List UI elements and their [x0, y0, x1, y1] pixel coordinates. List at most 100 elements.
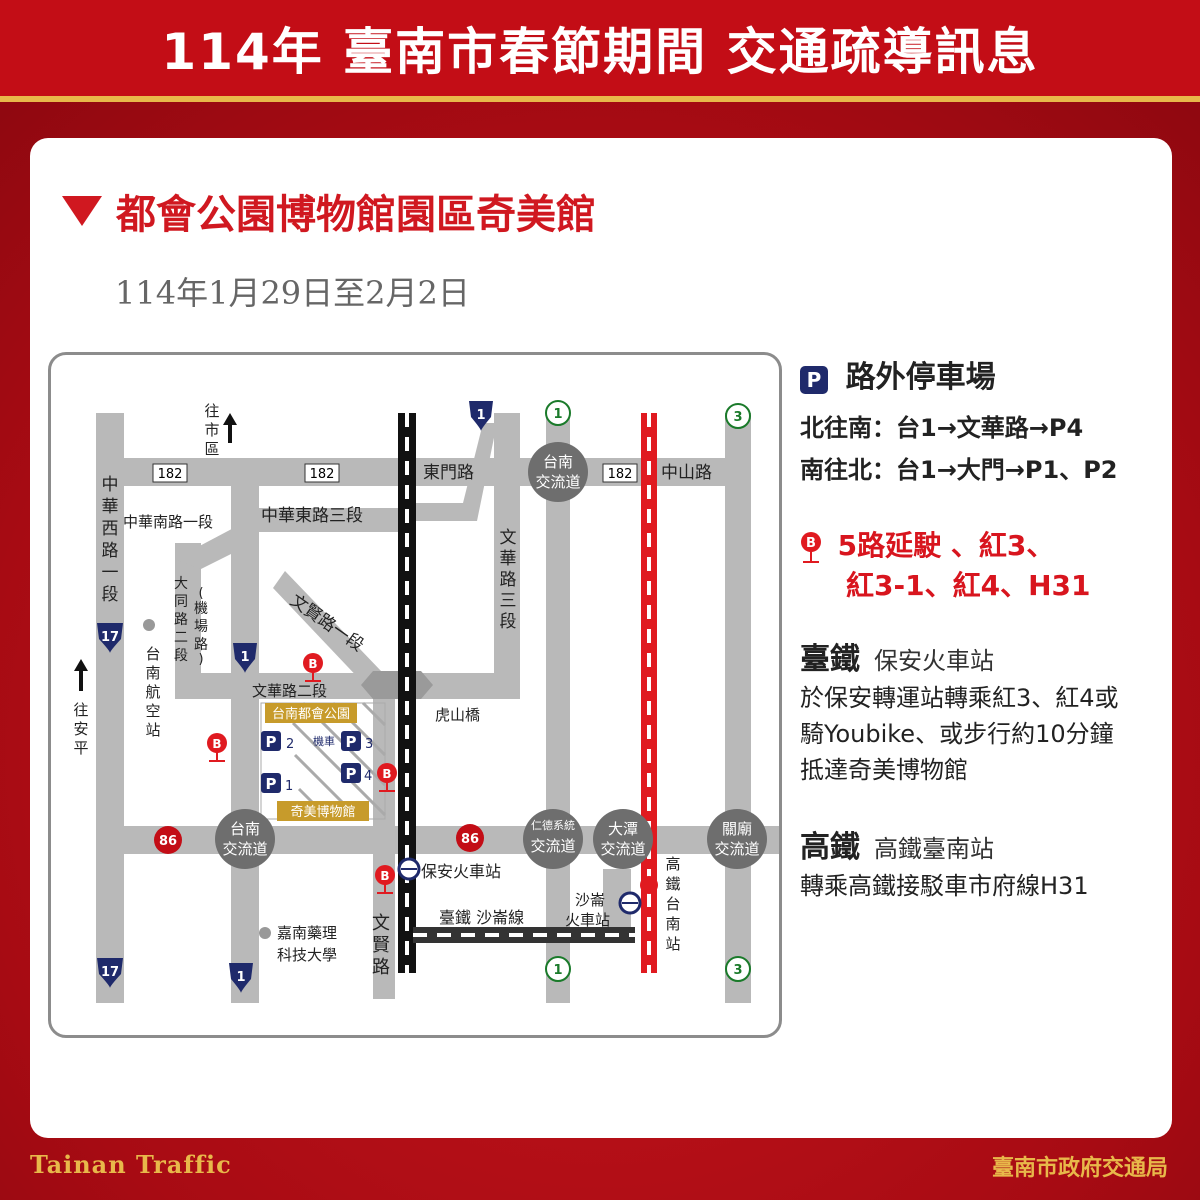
shield-prov1-icon: 1	[229, 963, 253, 993]
shield-nat17-icon: 17	[97, 958, 123, 988]
shields: 1 1 1 17 17 86 86 1 1 3 3	[97, 400, 751, 993]
svg-text:1: 1	[240, 650, 249, 665]
up-arrow-icon	[74, 659, 88, 691]
legend-tra-desc3: 抵達奇美博物館	[800, 756, 968, 784]
shield-city1-icon: 1	[545, 956, 571, 982]
svg-text:P: P	[346, 765, 357, 783]
arrow-icons	[74, 413, 237, 691]
bus-stop-icon: B	[303, 653, 323, 682]
node-rende	[523, 809, 583, 869]
interchange-nodes	[215, 442, 767, 869]
svg-text:南: 南	[665, 915, 680, 933]
road-label-zhongshan: 中山路	[661, 463, 712, 483]
parking-icon: P	[800, 366, 828, 394]
label-shalun-1: 沙崙	[575, 891, 605, 909]
svg-text:西: 西	[102, 519, 119, 539]
bus-stops: B B B B	[207, 653, 397, 894]
svg-text:平: 平	[73, 739, 88, 757]
svg-text:場: 場	[194, 619, 208, 635]
road-label-zhonghua-south: 中華南路一段	[123, 513, 213, 531]
svg-text:段: 段	[174, 648, 188, 664]
node-dadan	[593, 809, 653, 869]
svg-text:182: 182	[158, 467, 183, 482]
legend-bus-line2-row: 紅3-1、紅4、H31	[846, 564, 1090, 604]
svg-text:往: 往	[73, 701, 88, 719]
ic-dadan-2: 交流道	[600, 840, 645, 858]
svg-text:一: 一	[102, 563, 119, 583]
legend-hsr-title: 高鐵	[800, 830, 860, 865]
tra-station-icon	[397, 857, 421, 881]
svg-text:大: 大	[174, 576, 188, 592]
svg-text:二: 二	[174, 630, 188, 646]
svg-text:182: 182	[310, 467, 335, 482]
footer-agency: 臺南市政府交通局	[991, 1156, 1168, 1181]
airport-dot	[143, 619, 155, 631]
route-182-labels: 182 182 182	[152, 463, 638, 483]
bus-stop-icon: B	[207, 733, 227, 762]
label-chianan-1: 嘉南藥理	[277, 924, 337, 942]
svg-text:1: 1	[476, 408, 485, 423]
svg-text:路: 路	[102, 541, 119, 561]
legend-tra-title: 臺鐵	[800, 642, 860, 677]
svg-text:空: 空	[145, 702, 160, 720]
legend-bus-line1: 5路延駛 、紅3、	[837, 529, 1055, 562]
svg-text:86: 86	[159, 834, 177, 849]
legend-hsr-station: 高鐵臺南站	[874, 835, 994, 863]
shield-prov1-icon: 1	[469, 401, 493, 431]
date-range: 114年1月29日至2月2日	[115, 274, 470, 312]
hushan-bridge	[361, 671, 433, 699]
label-tra-line: 臺鐵 沙崙線	[439, 908, 524, 927]
legend-tra-station: 保安火車站	[874, 647, 994, 675]
svg-text:P: P	[346, 733, 357, 751]
shield-nat86-icon: 86	[154, 826, 182, 854]
svg-text:路: 路	[372, 957, 390, 978]
bus-stop-icon: B	[375, 865, 395, 894]
triangle-icon	[62, 196, 102, 226]
svg-text:B: B	[212, 737, 221, 751]
chimei-label: 奇美博物館	[290, 804, 355, 820]
moto-label: 機車	[313, 734, 335, 748]
shield-city3-icon: 3	[725, 956, 751, 982]
road-datong-diag	[175, 523, 253, 569]
svg-text:B: B	[380, 869, 389, 883]
svg-text:台: 台	[665, 895, 680, 913]
hsr-station-dot	[640, 876, 658, 894]
shield-city3-icon: 3	[725, 403, 751, 429]
park-label: 台南都會公園	[272, 706, 350, 722]
road-label-hushan: 虎山橋	[435, 706, 480, 724]
legend-hsr-header: 高鐵高鐵臺南站	[800, 822, 994, 866]
svg-text:P: P	[266, 775, 277, 793]
svg-text:段: 段	[500, 612, 517, 632]
legend-parking-title: 路外停車場	[845, 360, 996, 395]
chianan-dot	[259, 927, 271, 939]
svg-text:同: 同	[174, 594, 188, 610]
shield-nat86-icon: 86	[456, 824, 484, 852]
svg-text:安: 安	[73, 720, 88, 738]
legend-north-south: 北往南：台1→文華路→P4	[800, 414, 1084, 442]
chimei-label-box	[277, 801, 369, 821]
road-wenxian1	[273, 571, 383, 685]
tra-main-line	[398, 413, 416, 973]
ic-guanmiao-1: 關廟	[722, 820, 752, 838]
legend-parking-header: P 路外停車場	[800, 352, 996, 396]
ic-guanmiao-2: 交流道	[714, 840, 759, 858]
footer-brand: Tainan Traffic	[30, 1150, 232, 1179]
roads	[96, 413, 779, 1003]
svg-text:P: P	[266, 733, 277, 751]
legend-tra-desc2: 騎Youbike、或步行約10分鐘	[800, 720, 1114, 748]
svg-text:高: 高	[665, 855, 680, 873]
svg-text:站: 站	[665, 935, 680, 953]
parking-p3: P 3	[341, 731, 373, 752]
svg-text:往: 往	[204, 402, 219, 420]
svg-text:中: 中	[102, 475, 119, 495]
road-label-wenhua2: 文華路二段	[252, 682, 327, 700]
road-86	[96, 826, 779, 854]
svg-text:17: 17	[101, 630, 119, 645]
svg-text:B: B	[308, 657, 317, 671]
ic-tainan-n-2: 交流道	[535, 473, 580, 491]
svg-text:3: 3	[733, 963, 742, 978]
route-map: 台南都會公園 奇美博物館 P 2 P 3 機車 P 4 P 1 B B B B …	[48, 352, 782, 1038]
ic-rende-1: 仁德系統	[531, 818, 575, 832]
svg-text:市: 市	[204, 421, 219, 439]
svg-text:站: 站	[145, 721, 160, 739]
